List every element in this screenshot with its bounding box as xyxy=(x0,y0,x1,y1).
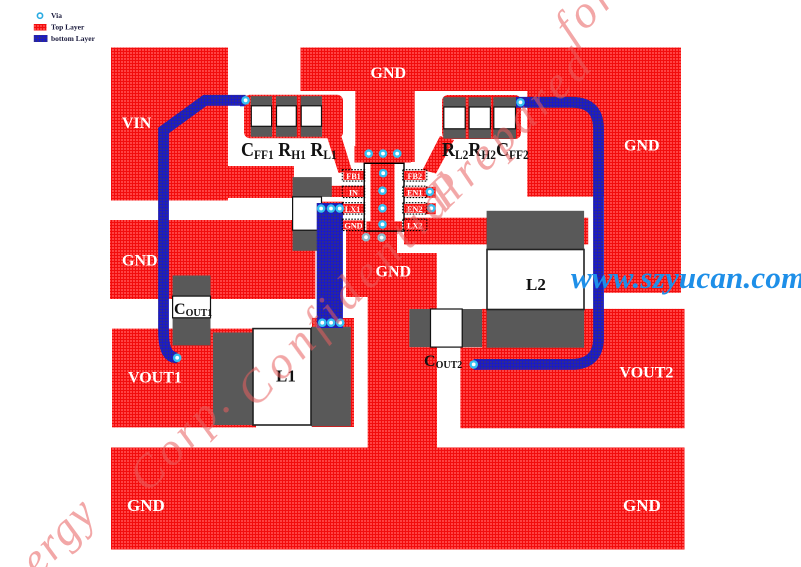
svg-text:VIN: VIN xyxy=(122,115,152,132)
svg-text:EN2: EN2 xyxy=(407,205,422,214)
svg-text:GND: GND xyxy=(376,264,412,281)
svg-text:VOUT1: VOUT1 xyxy=(128,370,182,387)
svg-text:GND: GND xyxy=(623,496,661,515)
svg-text:bottom Layer: bottom Layer xyxy=(51,34,96,43)
svg-text:GND: GND xyxy=(624,138,660,155)
svg-text:Top Layer: Top Layer xyxy=(51,23,85,32)
svg-text:Via: Via xyxy=(51,11,62,20)
svg-text:FB1: FB1 xyxy=(346,172,361,181)
svg-text:GND: GND xyxy=(344,222,362,231)
svg-text:RL2RH2CFF2: RL2RH2CFF2 xyxy=(442,139,529,162)
svg-text:L2: L2 xyxy=(526,275,546,294)
svg-text:LX2: LX2 xyxy=(407,222,422,231)
svg-text:L1: L1 xyxy=(276,367,296,386)
svg-text:FB2: FB2 xyxy=(408,172,423,181)
svg-text:EN1: EN1 xyxy=(407,189,422,198)
svg-text:VOUT2: VOUT2 xyxy=(620,365,674,382)
svg-text:IN: IN xyxy=(349,189,358,198)
svg-text:GND: GND xyxy=(122,253,158,270)
svg-text:GND: GND xyxy=(371,65,407,82)
svg-text:LX1: LX1 xyxy=(345,205,360,214)
svg-text:www.szyucan.com: www.szyucan.com xyxy=(571,260,801,295)
svg-text:GND: GND xyxy=(127,496,165,515)
